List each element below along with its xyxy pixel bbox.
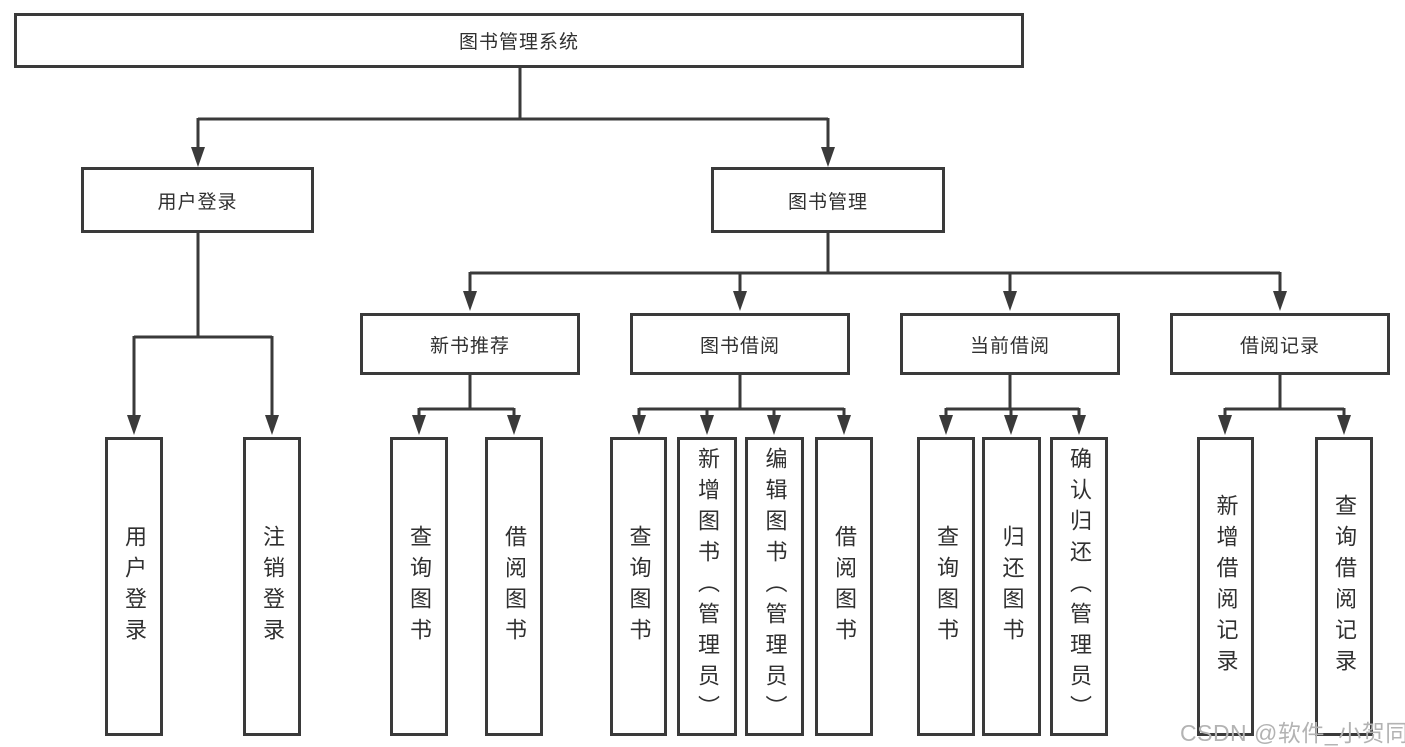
leaf-query-borrow-record: 查询借阅记录 <box>1315 437 1373 736</box>
arrowhead-icon <box>191 147 205 167</box>
leaf-logout: 注销登录 <box>243 437 301 736</box>
node-label: 查询图书 <box>407 524 432 649</box>
node-label: 新书推荐 <box>429 335 510 357</box>
node-user-login: 用户登录 <box>81 167 314 233</box>
arrowhead-icon <box>1004 415 1018 435</box>
node-label: 新增图书（管理员） <box>695 447 720 726</box>
node-label: 借阅图书 <box>832 524 857 649</box>
node-label: 查询借阅记录 <box>1332 493 1357 680</box>
arrowhead-icon <box>700 415 714 435</box>
leaf-query-books-current: 查询图书 <box>917 437 975 736</box>
node-label: 借阅记录 <box>1239 335 1320 357</box>
csdn-watermark: CSDN @软件_小贺同学 <box>1180 720 1405 746</box>
node-label: 用户登录 <box>122 524 147 649</box>
node-label: 图书管理 <box>787 191 868 213</box>
node-label: 图书借阅 <box>699 335 780 357</box>
node-book-borrowing: 图书借阅 <box>630 313 850 375</box>
arrowhead-icon <box>632 415 646 435</box>
leaf-return-books: 归还图书 <box>982 437 1041 736</box>
leaf-borrow-books: 借阅图书 <box>815 437 873 736</box>
arrowhead-icon <box>412 415 426 435</box>
node-label: 新增借阅记录 <box>1213 493 1239 680</box>
node-label: 图书管理系统 <box>458 32 579 53</box>
leaf-query-books-recommend: 查询图书 <box>390 437 448 736</box>
leaf-query-books-borrow: 查询图书 <box>610 437 667 736</box>
arrowhead-icon <box>1273 291 1287 311</box>
node-label: 查询图书 <box>934 524 959 649</box>
node-label: 当前借阅 <box>969 335 1050 357</box>
leaf-user-login: 用户登录 <box>105 437 163 736</box>
arrowhead-icon <box>733 291 747 311</box>
arrowhead-icon <box>939 415 953 435</box>
arrowhead-icon <box>127 415 141 435</box>
arrowhead-icon <box>1003 291 1017 311</box>
leaf-edit-book-admin: 编辑图书（管理员） <box>745 437 804 736</box>
arrowhead-icon <box>837 415 851 435</box>
node-label: 注销登录 <box>260 524 285 649</box>
node-new-book-recommendation: 新书推荐 <box>360 313 580 375</box>
node-current-borrowing: 当前借阅 <box>900 313 1120 375</box>
arrowhead-icon <box>767 415 781 435</box>
node-library-management-system: 图书管理系统 <box>14 13 1024 68</box>
arrowhead-icon <box>507 415 521 435</box>
node-book-management: 图书管理 <box>711 167 945 233</box>
node-label: 归还图书 <box>999 524 1025 649</box>
node-label: 确认归还（管理员） <box>1067 447 1092 726</box>
arrowhead-icon <box>1072 415 1086 435</box>
leaf-confirm-return-admin: 确认归还（管理员） <box>1050 437 1108 736</box>
node-label: 借阅图书 <box>502 524 527 649</box>
node-borrowing-records: 借阅记录 <box>1170 313 1390 375</box>
arrowhead-icon <box>265 415 279 435</box>
arrowhead-icon <box>1337 415 1351 435</box>
node-label: 查询图书 <box>626 524 652 649</box>
arrowhead-icon <box>1218 415 1232 435</box>
node-label: 编辑图书（管理员） <box>762 447 788 726</box>
leaf-add-book-admin: 新增图书（管理员） <box>677 437 737 736</box>
arrowhead-icon <box>821 147 835 167</box>
arrowhead-icon <box>463 291 477 311</box>
leaf-borrow-books-recommend: 借阅图书 <box>485 437 543 736</box>
leaf-add-borrow-record: 新增借阅记录 <box>1197 437 1254 736</box>
node-label: 用户登录 <box>157 191 238 213</box>
